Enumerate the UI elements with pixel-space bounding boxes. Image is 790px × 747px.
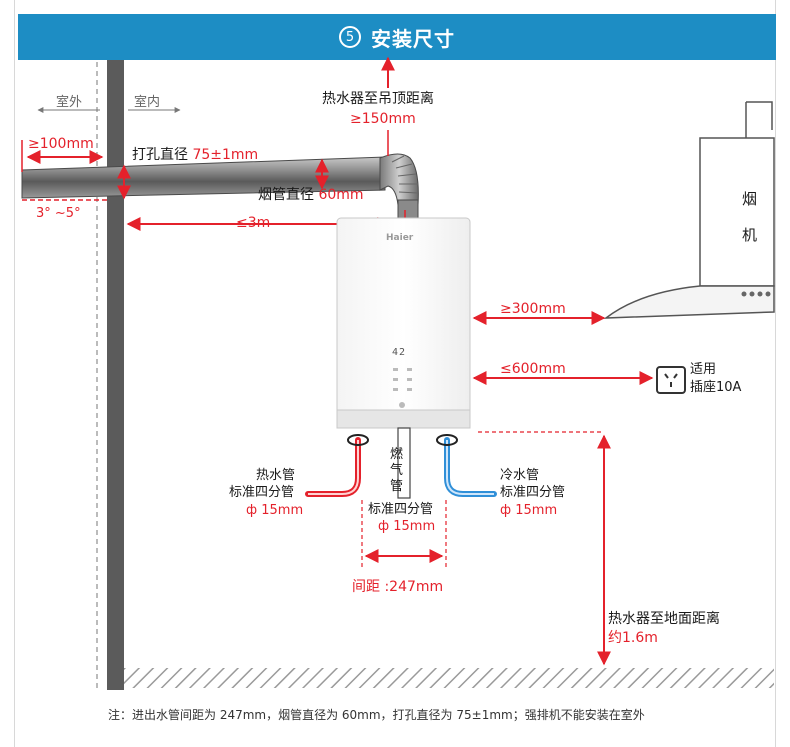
power-outlet — [656, 366, 686, 394]
label-gas-3: 管 — [390, 479, 404, 494]
label-spacing: 间距 :247mm — [352, 579, 444, 595]
cold-water-pipe — [444, 437, 497, 497]
label-hood-2: 机 — [742, 226, 758, 244]
brand-logo: Haier — [386, 233, 414, 243]
label-hole-diameter: 打孔直径 75±1mm — [132, 148, 258, 162]
gas-pipe — [397, 427, 411, 499]
label-gas-2: 气 — [390, 463, 404, 478]
flue-diameter-value: 60mm — [318, 187, 364, 203]
hole-diameter-caption: 打孔直径 — [132, 147, 188, 163]
label-indoor: 室内 — [134, 95, 161, 110]
water-heater — [336, 217, 471, 429]
hot-pipe-fitting — [347, 434, 369, 446]
step-number-badge: 5 — [339, 26, 361, 48]
label-gas-spec-2: ф 15mm — [378, 519, 436, 534]
range-hood-canopy — [603, 285, 775, 319]
label-gas-spec-1: 标准四分管 — [368, 502, 434, 517]
label-hot-pipe-1: 热水管 — [256, 468, 296, 483]
label-outlet-2: 插座10A — [690, 380, 742, 395]
wall — [107, 60, 124, 690]
hood-buttons — [741, 291, 771, 297]
ground — [124, 668, 774, 688]
water-heater-base — [336, 409, 471, 429]
hot-water-pipe — [305, 437, 361, 497]
label-floor-caption: 热水器至地面距离 — [608, 611, 720, 627]
label-cold-pipe-1: 冷水管 — [500, 468, 540, 483]
page-frame — [14, 0, 776, 747]
elbow-ribs — [391, 155, 419, 194]
flue-collar — [397, 199, 419, 219]
label-hot-pipe-2: 标准四分管 — [229, 485, 295, 500]
cold-water-pipe-edge — [446, 440, 494, 495]
label-outdoor: 室外 — [56, 95, 83, 110]
label-cold-pipe-2: 标准四分管 — [500, 485, 566, 500]
flue-pipe — [21, 156, 386, 199]
control-buttons — [393, 368, 412, 408]
label-cold-pipe-3: ф 15mm — [500, 503, 558, 518]
section-header: 5 安装尺寸 — [18, 14, 776, 60]
label-hot-pipe-3: ф 15mm — [246, 503, 304, 518]
label-ceiling-caption: 热水器至吊顶距离 — [322, 91, 434, 107]
label-gas-1: 燃 — [390, 447, 404, 462]
flue-elbow — [379, 153, 419, 206]
cold-pipe-fitting — [436, 434, 458, 446]
label-ceiling-value: ≥150mm — [350, 111, 416, 127]
footnote: 注：进出水管间距为 247mm，烟管直径为 60mm，打孔直径为 75±1mm；… — [108, 708, 645, 722]
label-pipe-length: ≤3m — [236, 215, 271, 231]
hood-chimney — [746, 101, 773, 130]
hole-diameter-value: 75±1mm — [192, 147, 259, 163]
section-title: 安装尺寸 — [371, 26, 455, 51]
label-flue-diameter: 烟管直径 60mm — [258, 188, 364, 202]
label-floor-value: 约1.6m — [608, 630, 658, 646]
label-outlet-1: 适用 — [690, 362, 717, 377]
outlet-icon — [664, 373, 678, 387]
range-hood-body — [699, 137, 775, 287]
label-outlet-gap: ≤600mm — [500, 361, 566, 377]
label-hood-1: 烟 — [742, 190, 758, 208]
hot-water-pipe-edge — [308, 440, 359, 495]
label-hood-gap: ≥300mm — [500, 301, 566, 317]
flue-diameter-caption: 烟管直径 — [258, 187, 314, 203]
heater-display: 42 — [392, 347, 407, 358]
label-wall-gap: ≥100mm — [28, 136, 94, 152]
label-slope: 3° ~5° — [36, 206, 81, 221]
